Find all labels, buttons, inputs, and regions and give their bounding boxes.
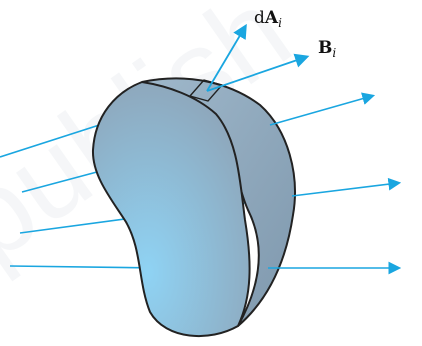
label-dA: dAi — [254, 8, 282, 30]
label-B-vector: B — [318, 38, 332, 58]
label-B: Bi — [318, 38, 336, 60]
field-line-1-out — [269, 92, 376, 126]
label-B-subscript: i — [332, 46, 336, 60]
label-dA-prefix: d — [254, 8, 265, 28]
field-line-2-out — [291, 177, 402, 197]
area-vector-dA-arrow — [206, 23, 247, 92]
surface-front-face — [91, 80, 251, 337]
field-vector-B-arrow — [206, 53, 310, 92]
field-lines-outgoing — [268, 92, 402, 275]
label-dA-vector: A — [264, 8, 279, 28]
label-dA-subscript: i — [278, 16, 282, 30]
